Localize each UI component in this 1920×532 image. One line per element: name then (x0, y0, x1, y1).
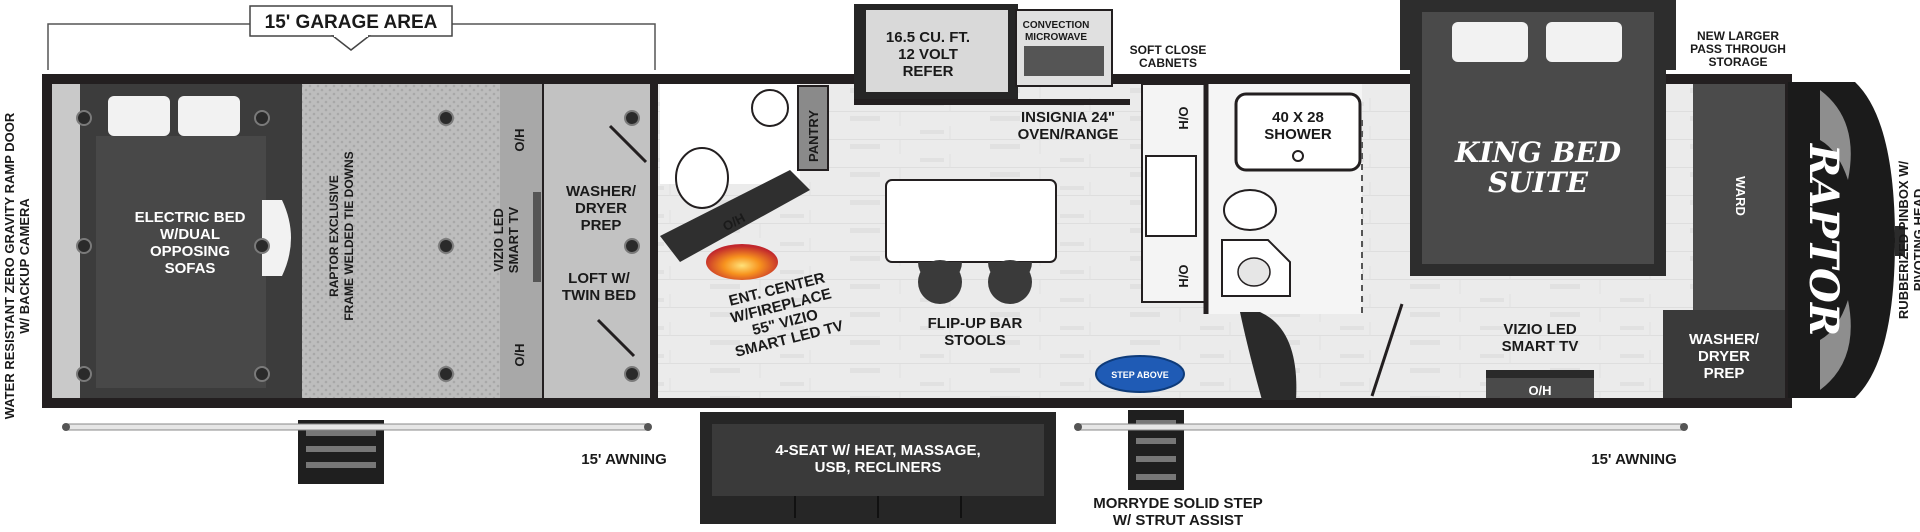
svg-text:RUBBERIZED PINBOX W/: RUBBERIZED PINBOX W/ (1896, 161, 1911, 320)
svg-text:LOFT W/: LOFT W/ (568, 270, 630, 287)
svg-text:O/H: O/H (1528, 383, 1551, 398)
svg-text:TWIN BED: TWIN BED (562, 287, 636, 304)
svg-text:15' AWNING: 15' AWNING (1591, 451, 1677, 468)
svg-text:KING BED: KING BED (1454, 136, 1622, 169)
svg-text:SUITE: SUITE (1488, 166, 1589, 199)
electric-bed: ELECTRIC BED W/DUAL OPPOSING SOFAS (80, 84, 302, 398)
loft-label: LOFT W/ TWIN BED (562, 270, 636, 304)
convection-microwave: CONVECTION MICROWAVE (1015, 9, 1113, 87)
svg-text:STOOLS: STOOLS (944, 332, 1005, 349)
svg-text:FRAME WELDED TIE DOWNS: FRAME WELDED TIE DOWNS (342, 151, 356, 320)
ward-label: WARD (1733, 176, 1748, 216)
bedroom-washer-label: WASHER/ DRYER PREP (1689, 331, 1760, 382)
garage-oh-bottom: O/H (512, 343, 527, 366)
svg-text:CONVECTION: CONVECTION (1023, 20, 1090, 31)
refrigerator: 16.5 CU. FT. 12 VOLT REFER (854, 4, 1018, 102)
svg-text:RAPTOR EXCLUSIVE: RAPTOR EXCLUSIVE (327, 175, 341, 297)
svg-text:PREP: PREP (581, 217, 622, 234)
svg-text:W/ BACKUP CAMERA: W/ BACKUP CAMERA (17, 198, 32, 334)
svg-text:SHOWER: SHOWER (1264, 126, 1332, 143)
front-cap (1788, 82, 1895, 398)
svg-text:RAPTOR: RAPTOR (1800, 143, 1847, 336)
garage-oh-top: O/H (512, 128, 527, 151)
svg-text:STORAGE: STORAGE (1708, 55, 1767, 69)
svg-text:MORRYDE SOLID STEP: MORRYDE SOLID STEP (1093, 495, 1262, 512)
tie-down-bolts (76, 110, 640, 382)
svg-text:O/H: O/H (512, 128, 527, 151)
soft-close-label: SOFT CLOSE CABNETS (1130, 43, 1207, 70)
svg-text:MICROWAVE: MICROWAVE (1025, 32, 1087, 43)
svg-text:W/ STRUT ASSIST: W/ STRUT ASSIST (1113, 512, 1243, 529)
storage-label: NEW LARGER PASS THROUGH STORAGE (1690, 29, 1786, 69)
svg-text:WASHER/: WASHER/ (1689, 331, 1760, 348)
svg-text:12 VOLT: 12 VOLT (898, 46, 958, 63)
garage-washer-label: WASHER/ DRYER PREP (566, 183, 637, 234)
pantry: PANTRY (797, 85, 829, 171)
svg-text:VIZIO LED: VIZIO LED (491, 208, 506, 272)
svg-text:OVEN/RANGE: OVEN/RANGE (1018, 126, 1119, 143)
garage-step (298, 420, 384, 484)
pinbox (1895, 226, 1905, 256)
svg-text:NEW LARGER: NEW LARGER (1697, 29, 1779, 43)
front-awning: 15' AWNING (1074, 423, 1688, 468)
toilet (1223, 189, 1277, 231)
svg-text:DRYER: DRYER (575, 200, 627, 217)
svg-text:O/H: O/H (512, 343, 527, 366)
svg-text:WASHER/: WASHER/ (566, 183, 637, 200)
pinbox-label: RUBBERIZED PINBOX W/ PIVOTING HEAD (1896, 161, 1920, 320)
svg-text:PASS THROUGH: PASS THROUGH (1690, 42, 1786, 56)
svg-text:PANTRY: PANTRY (806, 110, 821, 162)
svg-text:H/O: H/O (1176, 264, 1191, 287)
svg-text:USB, RECLINERS: USB, RECLINERS (815, 459, 942, 476)
garage-tv-label: VIZIO LED SMART TV (491, 206, 521, 273)
svg-text:WARD: WARD (1733, 176, 1748, 216)
svg-text:SMART TV: SMART TV (1502, 338, 1579, 355)
svg-text:REFER: REFER (903, 63, 954, 80)
garage-dimension-bracket: 15' GARAGE AREA (47, 5, 656, 70)
svg-text:FLIP-UP BAR: FLIP-UP BAR (928, 315, 1023, 332)
svg-text:CABNETS: CABNETS (1139, 56, 1197, 70)
svg-text:STEP ABOVE: STEP ABOVE (1111, 370, 1169, 380)
svg-text:VIZIO LED: VIZIO LED (1503, 321, 1577, 338)
fireplace (706, 244, 778, 280)
step-above-badge: STEP ABOVE (1095, 355, 1185, 393)
powder-room (660, 84, 800, 209)
raptor-brand: RAPTOR (1800, 143, 1847, 336)
oven-label: INSIGNIA 24" OVEN/RANGE (1018, 109, 1119, 143)
king-bed: KING BED SUITE (1410, 0, 1666, 276)
svg-text:4-SEAT W/ HEAT, MASSAGE,: 4-SEAT W/ HEAT, MASSAGE, (775, 442, 980, 459)
svg-text:PIVOTING HEAD: PIVOTING HEAD (1911, 189, 1920, 292)
ramp-door-label: WATER RESISTANT ZERO GRAVITY RAMP DOOR W… (2, 112, 32, 419)
garage-awning: 15' AWNING (62, 423, 667, 468)
svg-text:WATER RESISTANT ZERO GRAVITY R: WATER RESISTANT ZERO GRAVITY RAMP DOOR (2, 112, 17, 419)
tie-downs-label: RAPTOR EXCLUSIVE FRAME WELDED TIE DOWNS (327, 151, 356, 320)
svg-text:OPPOSING: OPPOSING (150, 243, 230, 260)
bath-vanity: H/O H/O (1141, 83, 1207, 303)
svg-text:INSIGNIA 24": INSIGNIA 24" (1021, 109, 1115, 126)
svg-text:H/O: H/O (1176, 106, 1191, 129)
svg-text:W/DUAL: W/DUAL (160, 226, 220, 243)
svg-text:15' AWNING: 15' AWNING (581, 451, 667, 468)
entertainment-center: O/H (660, 170, 810, 280)
svg-text:16.5 CU. FT.: 16.5 CU. FT. (886, 29, 970, 46)
svg-text:DRYER: DRYER (1698, 348, 1750, 365)
svg-text:PREP: PREP (1704, 365, 1745, 382)
svg-text:SOFT CLOSE: SOFT CLOSE (1130, 43, 1207, 57)
bedroom-tv: VIZIO LED SMART TV O/H (1486, 321, 1594, 398)
svg-text:40 X 28: 40 X 28 (1272, 109, 1324, 126)
svg-text:SMART TV: SMART TV (506, 206, 521, 273)
front-washer-area (1663, 310, 1785, 398)
kitchen-island: FLIP-UP BAR STOOLS (885, 179, 1057, 349)
garage-area-label-box (249, 5, 453, 37)
shower: 40 X 28 SHOWER (1234, 92, 1362, 172)
svg-text:SOFAS: SOFAS (165, 260, 216, 277)
bedroom-door (1240, 312, 1297, 400)
bed-label: ELECTRIC BED (135, 209, 246, 226)
garage-area-title: 15' GARAGE AREA (265, 12, 438, 33)
entry-step: MORRYDE SOLID STEP W/ STRUT ASSIST (1093, 410, 1263, 529)
recliner-sofa: 4-SEAT W/ HEAT, MASSAGE, USB, RECLINERS (700, 412, 1056, 524)
